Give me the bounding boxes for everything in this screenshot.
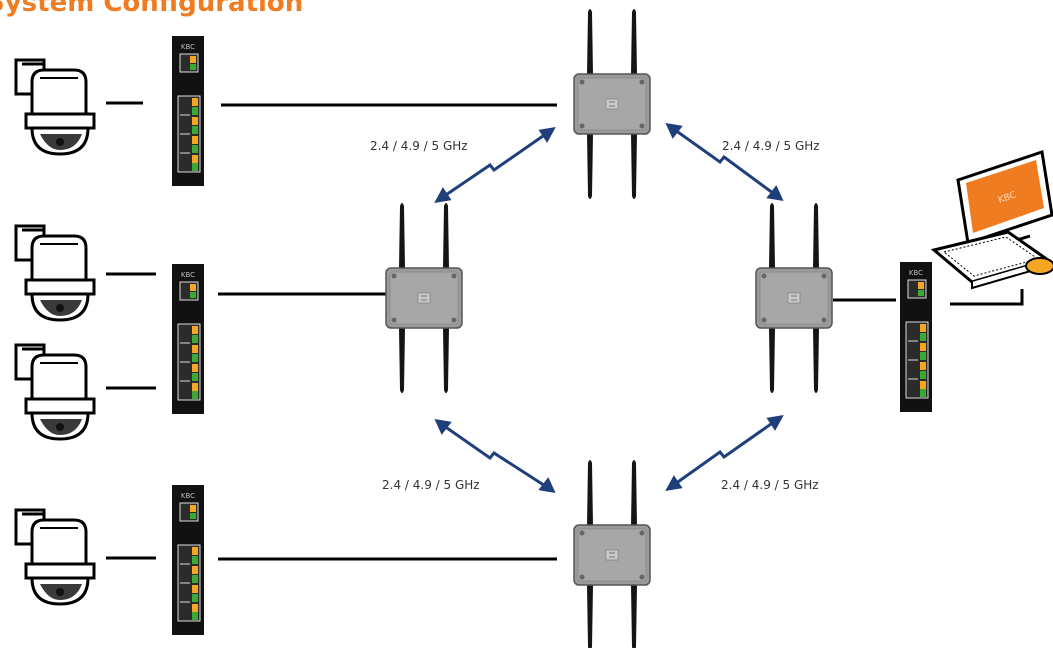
link-frequency-label: 2.4 / 4.9 / 5 GHz [382,478,480,492]
ethernet-switch-icon [899,261,933,413]
page-title: System Configuration [0,0,304,18]
link-arrow [665,415,784,491]
ethernet-switch-icon [171,263,205,415]
wireless-access-point-icon [574,9,650,199]
workstation-icon: KBC [930,150,1053,290]
wireless-access-point-icon [386,203,462,393]
link-frequency-label: 2.4 / 4.9 / 5 GHz [370,139,468,153]
cables [106,101,1024,561]
ethernet-switch-icon [171,35,205,187]
link-frequency-label: 2.4 / 4.9 / 5 GHz [722,139,820,153]
ptz-camera-icon [14,224,96,322]
ptz-camera-icon [14,58,96,156]
link-arrow [665,123,784,201]
link-frequency-label: 2.4 / 4.9 / 5 GHz [721,478,819,492]
wireless-links [434,123,784,493]
link-arrow [434,419,556,493]
ptz-camera-icon [14,343,96,441]
ptz-camera-icon [14,508,96,606]
wireless-access-point-icon [756,203,832,393]
link-arrow [434,127,556,203]
wireless-access-point-icon [574,460,650,648]
ethernet-switch-icon [171,484,205,636]
